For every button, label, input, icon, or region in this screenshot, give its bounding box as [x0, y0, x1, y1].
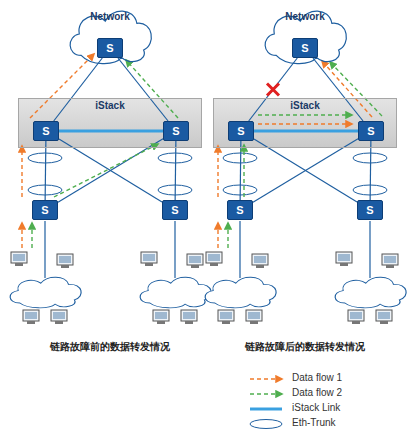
network-cloud: NetworkS: [62, 2, 158, 66]
user-cloud: [335, 277, 406, 308]
switch-label: S: [367, 126, 374, 137]
data-flow-arrow: [126, 60, 178, 118]
switch-label: S: [42, 126, 49, 137]
data-flow-arrow: [21, 146, 22, 197]
data-flow-arrow: [217, 146, 218, 197]
data-flow-arrow: [243, 145, 244, 197]
data-flow-arrow: [330, 62, 382, 116]
pc-icon: [218, 310, 234, 324]
network-cloud: NetworkS: [257, 2, 353, 66]
panel-caption: 链路故障前的数据转发情况: [15, 340, 205, 354]
eth-trunk-ellipse: [28, 153, 62, 163]
trunk-link: [253, 139, 358, 202]
legend-text: Eth-Trunk: [292, 417, 336, 428]
node-title: iStack: [19, 100, 201, 111]
data-flow-arrow: [30, 54, 94, 118]
eth-trunk-ellipse: [223, 153, 257, 163]
access-wire: [174, 221, 175, 278]
switch-label: S: [172, 126, 179, 137]
switch-label: S: [106, 43, 113, 54]
switch-icon: S: [357, 200, 383, 220]
data-flow-arrow: [54, 144, 158, 197]
switch-label: S: [301, 43, 308, 54]
data-flow-arrow: [31, 223, 32, 248]
trunk-link: [240, 141, 242, 200]
pc-icon: [376, 310, 392, 324]
switch-label: S: [41, 205, 48, 216]
user-cloud: [205, 277, 276, 308]
switch-icon: S: [33, 121, 59, 141]
data-flow-arrow: [21, 223, 22, 248]
switch-icon: S: [358, 121, 384, 141]
trunk-link: [370, 141, 372, 200]
data-flow-arrow: [258, 114, 352, 115]
trunk-link: [59, 139, 162, 202]
switch-label: S: [171, 205, 178, 216]
pc-icon: [57, 254, 73, 268]
pc-icon: [336, 252, 352, 266]
failure-mark: [267, 84, 279, 96]
trunk-link: [45, 141, 47, 200]
switch-icon: S: [227, 200, 253, 220]
pc-icon: [206, 252, 222, 266]
switch-icon: S: [292, 38, 318, 58]
switch-label: S: [237, 126, 244, 137]
eth-trunk-ellipse: [158, 153, 192, 163]
switch-label: S: [236, 205, 243, 216]
pc-icon: [181, 310, 197, 324]
legend-swatch: [250, 408, 282, 411]
legend-text: Data flow 2: [292, 387, 342, 398]
trunk-link: [175, 141, 177, 200]
band-fill: [18, 98, 202, 148]
legend-swatch: [250, 378, 282, 379]
switch-icon: S: [163, 121, 189, 141]
trunk-link: [58, 139, 163, 202]
istack-band: iStackS S: [213, 98, 397, 148]
access-wire: [369, 221, 370, 278]
data-flow-arrow: [322, 61, 372, 117]
switch-icon: S: [162, 200, 188, 220]
data-flow-arrow: [258, 123, 352, 124]
pc-icon: [246, 310, 262, 324]
access-wire: [239, 221, 240, 278]
switch-icon: S: [32, 200, 58, 220]
istack-link: [254, 130, 358, 133]
legend-swatch: [250, 393, 282, 394]
trunk-link: [118, 58, 168, 121]
switch-icon: S: [228, 121, 254, 141]
legend-text: Data flow 1: [292, 372, 342, 383]
data-flow-arrow: [217, 223, 218, 248]
pc-icon: [23, 310, 39, 324]
node-title: Network: [257, 11, 353, 22]
pc-icon: [252, 254, 268, 268]
node-title: Network: [62, 11, 158, 22]
user-cloud: [10, 277, 81, 308]
data-flow-arrow: [227, 223, 228, 248]
node-title: iStack: [214, 100, 396, 111]
user-cloud: [140, 277, 211, 308]
eth-trunk-ellipse: [353, 153, 387, 163]
trunk-link: [54, 58, 103, 121]
switch-label: S: [366, 205, 373, 216]
pc-icon: [187, 254, 203, 268]
pc-icon: [141, 252, 157, 266]
pc-icon: [51, 310, 67, 324]
access-wire: [44, 221, 45, 278]
switch-icon: S: [97, 38, 123, 58]
trunk-link: [254, 139, 357, 202]
legend-text: iStack Link: [292, 402, 340, 413]
pc-icon: [382, 254, 398, 268]
legend-swatch: [250, 420, 282, 429]
istack-band: iStackS S: [18, 98, 202, 148]
pc-icon: [348, 310, 364, 324]
istack-link: [59, 130, 163, 133]
trunk-link: [249, 58, 298, 121]
pc-icon: [153, 310, 169, 324]
band-fill: [213, 98, 397, 148]
pc-icon: [11, 252, 27, 266]
panel-caption: 链路故障后的数据转发情况: [210, 340, 400, 354]
